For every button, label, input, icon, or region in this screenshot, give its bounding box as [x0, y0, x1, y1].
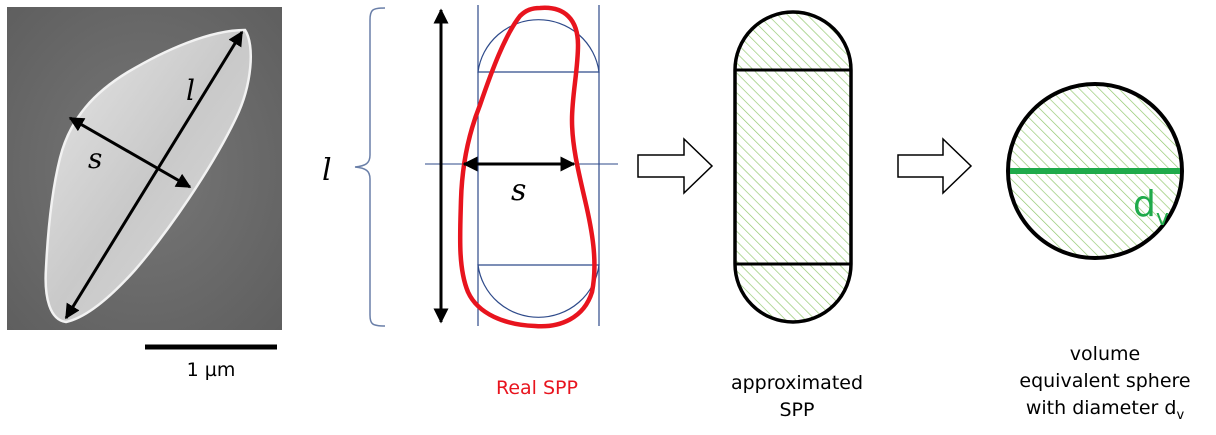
sem-image-panel: l s 1 µm: [7, 7, 282, 381]
real-spp-panel: l s: [322, 5, 618, 329]
real-label-s: s: [511, 173, 526, 208]
approx-caption-line1: approximated: [730, 372, 864, 394]
equivalent-sphere: dv: [1006, 82, 1184, 260]
sem-label-l: l: [186, 74, 195, 107]
scale-bar-label: 1 µm: [187, 359, 236, 381]
approx-caption-line2: SPP: [779, 399, 815, 421]
sphere-caption-line1: volume: [1069, 343, 1141, 365]
approximated-spp-shape: [733, 10, 853, 324]
construction-top-cap: [477, 19, 600, 73]
sphere-caption-line2: equivalent sphere: [1019, 370, 1191, 392]
sphere-caption-line3: with diameter dv: [1025, 397, 1185, 423]
sphere-caption: volume equivalent sphere with diameter d…: [1000, 341, 1210, 429]
sem-width-arrow: [68, 116, 192, 189]
length-brace: [354, 7, 386, 327]
hollow-right-arrow-icon: [637, 137, 714, 195]
real-spp-outline: [457, 5, 597, 329]
approximated-spp-caption: approximated SPP: [712, 370, 882, 424]
sphere-diameter-label: dv: [1133, 184, 1169, 231]
real-label-l: l: [322, 153, 332, 188]
real-spp-caption: Real SPP: [496, 377, 578, 399]
hollow-right-arrow-icon: [897, 137, 973, 195]
sem-label-s: s: [88, 142, 102, 175]
